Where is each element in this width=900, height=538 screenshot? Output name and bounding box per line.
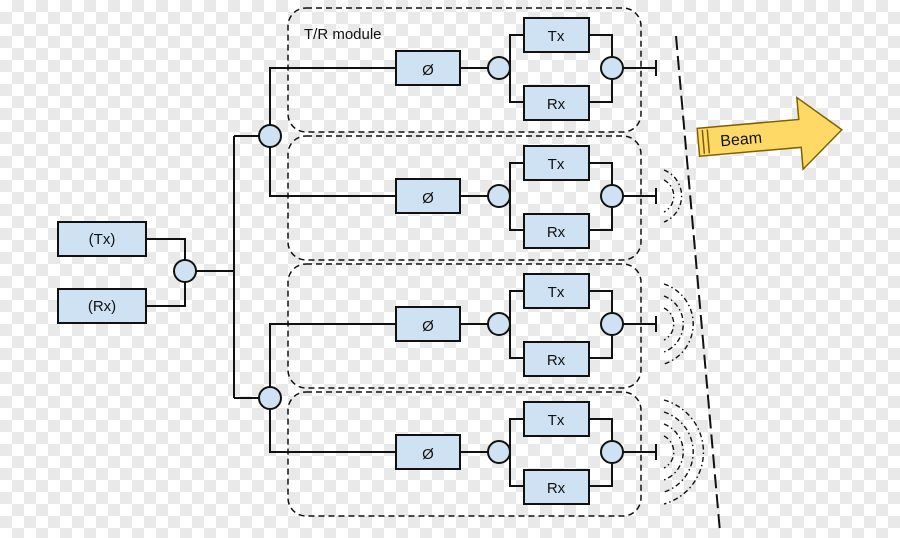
wavefront-4d <box>663 399 705 505</box>
wavefront-2a <box>663 179 675 213</box>
tr-module-1: Ø Tx Rx <box>287 7 657 133</box>
module-1-switch-out <box>600 56 624 80</box>
phase-shifter-2 <box>395 178 461 214</box>
beam-label: Beam <box>720 130 763 151</box>
wavefront-3a <box>663 307 675 341</box>
module-3-switch-in <box>487 312 511 336</box>
phase-shifter-3-symbol: Ø <box>422 318 434 335</box>
tx-amp-3-label: Tx <box>548 284 565 301</box>
rx-amp-3-label: Rx <box>547 352 566 369</box>
phase-shifter-1 <box>395 50 461 86</box>
tx-amp-1 <box>523 17 590 53</box>
rx-amp-4 <box>523 469 590 505</box>
module-label: T/R module <box>304 26 382 43</box>
module-1-switch-in <box>487 56 511 80</box>
rx-amp-2-label: Rx <box>547 224 566 241</box>
phase-shifter-3 <box>395 306 461 342</box>
module-4-wires <box>460 418 656 487</box>
lower-splitter-wires <box>269 323 395 453</box>
rx-amp-1-label: Rx <box>547 96 566 113</box>
upper-splitter-wires <box>269 67 395 197</box>
tx-amp-1-label: Tx <box>548 28 565 45</box>
tr-module-2: Ø Tx Rx <box>287 135 657 261</box>
wavefront-2b <box>663 169 683 223</box>
wavefronts <box>663 169 705 505</box>
module-2-boundary <box>287 135 642 261</box>
upper-splitter-junction <box>258 124 282 148</box>
lower-splitter-junction <box>258 386 282 410</box>
tr-module-4: Ø Tx Rx <box>287 391 657 517</box>
phase-shifter-4 <box>395 434 461 470</box>
rx-amp-1 <box>523 85 590 121</box>
module-3-wires <box>460 290 656 359</box>
beam-arrow-tail-line-2 <box>706 129 711 154</box>
module-3-switch-out <box>600 312 624 336</box>
distribution-tree <box>233 67 395 453</box>
main-feed: (Tx) (Rx) <box>57 221 234 324</box>
rx-amp-4-label: Rx <box>547 480 566 497</box>
beam-arrow: Beam <box>696 95 843 171</box>
main-rx-box <box>57 288 147 324</box>
module-1-boundary <box>287 7 642 133</box>
module-4-switch-out <box>600 440 624 464</box>
wavefront-4c <box>663 411 694 493</box>
phase-shifter-2-symbol: Ø <box>422 190 434 207</box>
beam-arrow-shape <box>696 95 843 171</box>
module-4-switch-in <box>487 440 511 464</box>
phase-shifter-4-symbol: Ø <box>422 446 434 463</box>
tx-amp-2 <box>523 145 590 181</box>
wavefront-3c <box>663 283 694 365</box>
module-2-switch-out <box>600 184 624 208</box>
main-rx-label: (Rx) <box>88 298 116 315</box>
main-tx-label: (Tx) <box>89 231 116 248</box>
tr-module-3: Ø Tx Rx <box>287 263 657 389</box>
wavefront-4a <box>663 435 675 469</box>
tx-amp-3 <box>523 273 590 309</box>
rx-amp-2 <box>523 213 590 249</box>
tx-amp-4 <box>523 401 590 437</box>
beam-wavefront-plane <box>675 35 721 533</box>
beam-arrow-tail-line-1 <box>701 129 706 154</box>
main-tx-box <box>57 221 147 257</box>
tree-trunk <box>233 135 259 399</box>
wavefront-3b <box>663 295 684 353</box>
main-combiner-junction <box>173 259 197 283</box>
module-3-boundary <box>287 263 642 389</box>
phase-shifter-1-symbol: Ø <box>422 62 434 79</box>
tx-amp-4-label: Tx <box>548 412 565 429</box>
rx-amp-3 <box>523 341 590 377</box>
module-1-wires <box>460 34 656 103</box>
module-4-boundary <box>287 391 642 517</box>
module-2-wires <box>460 162 656 231</box>
module-2-switch-in <box>487 184 511 208</box>
tx-amp-2-label: Tx <box>548 156 565 173</box>
wavefront-4b <box>663 423 684 481</box>
feed-wires <box>146 238 186 307</box>
